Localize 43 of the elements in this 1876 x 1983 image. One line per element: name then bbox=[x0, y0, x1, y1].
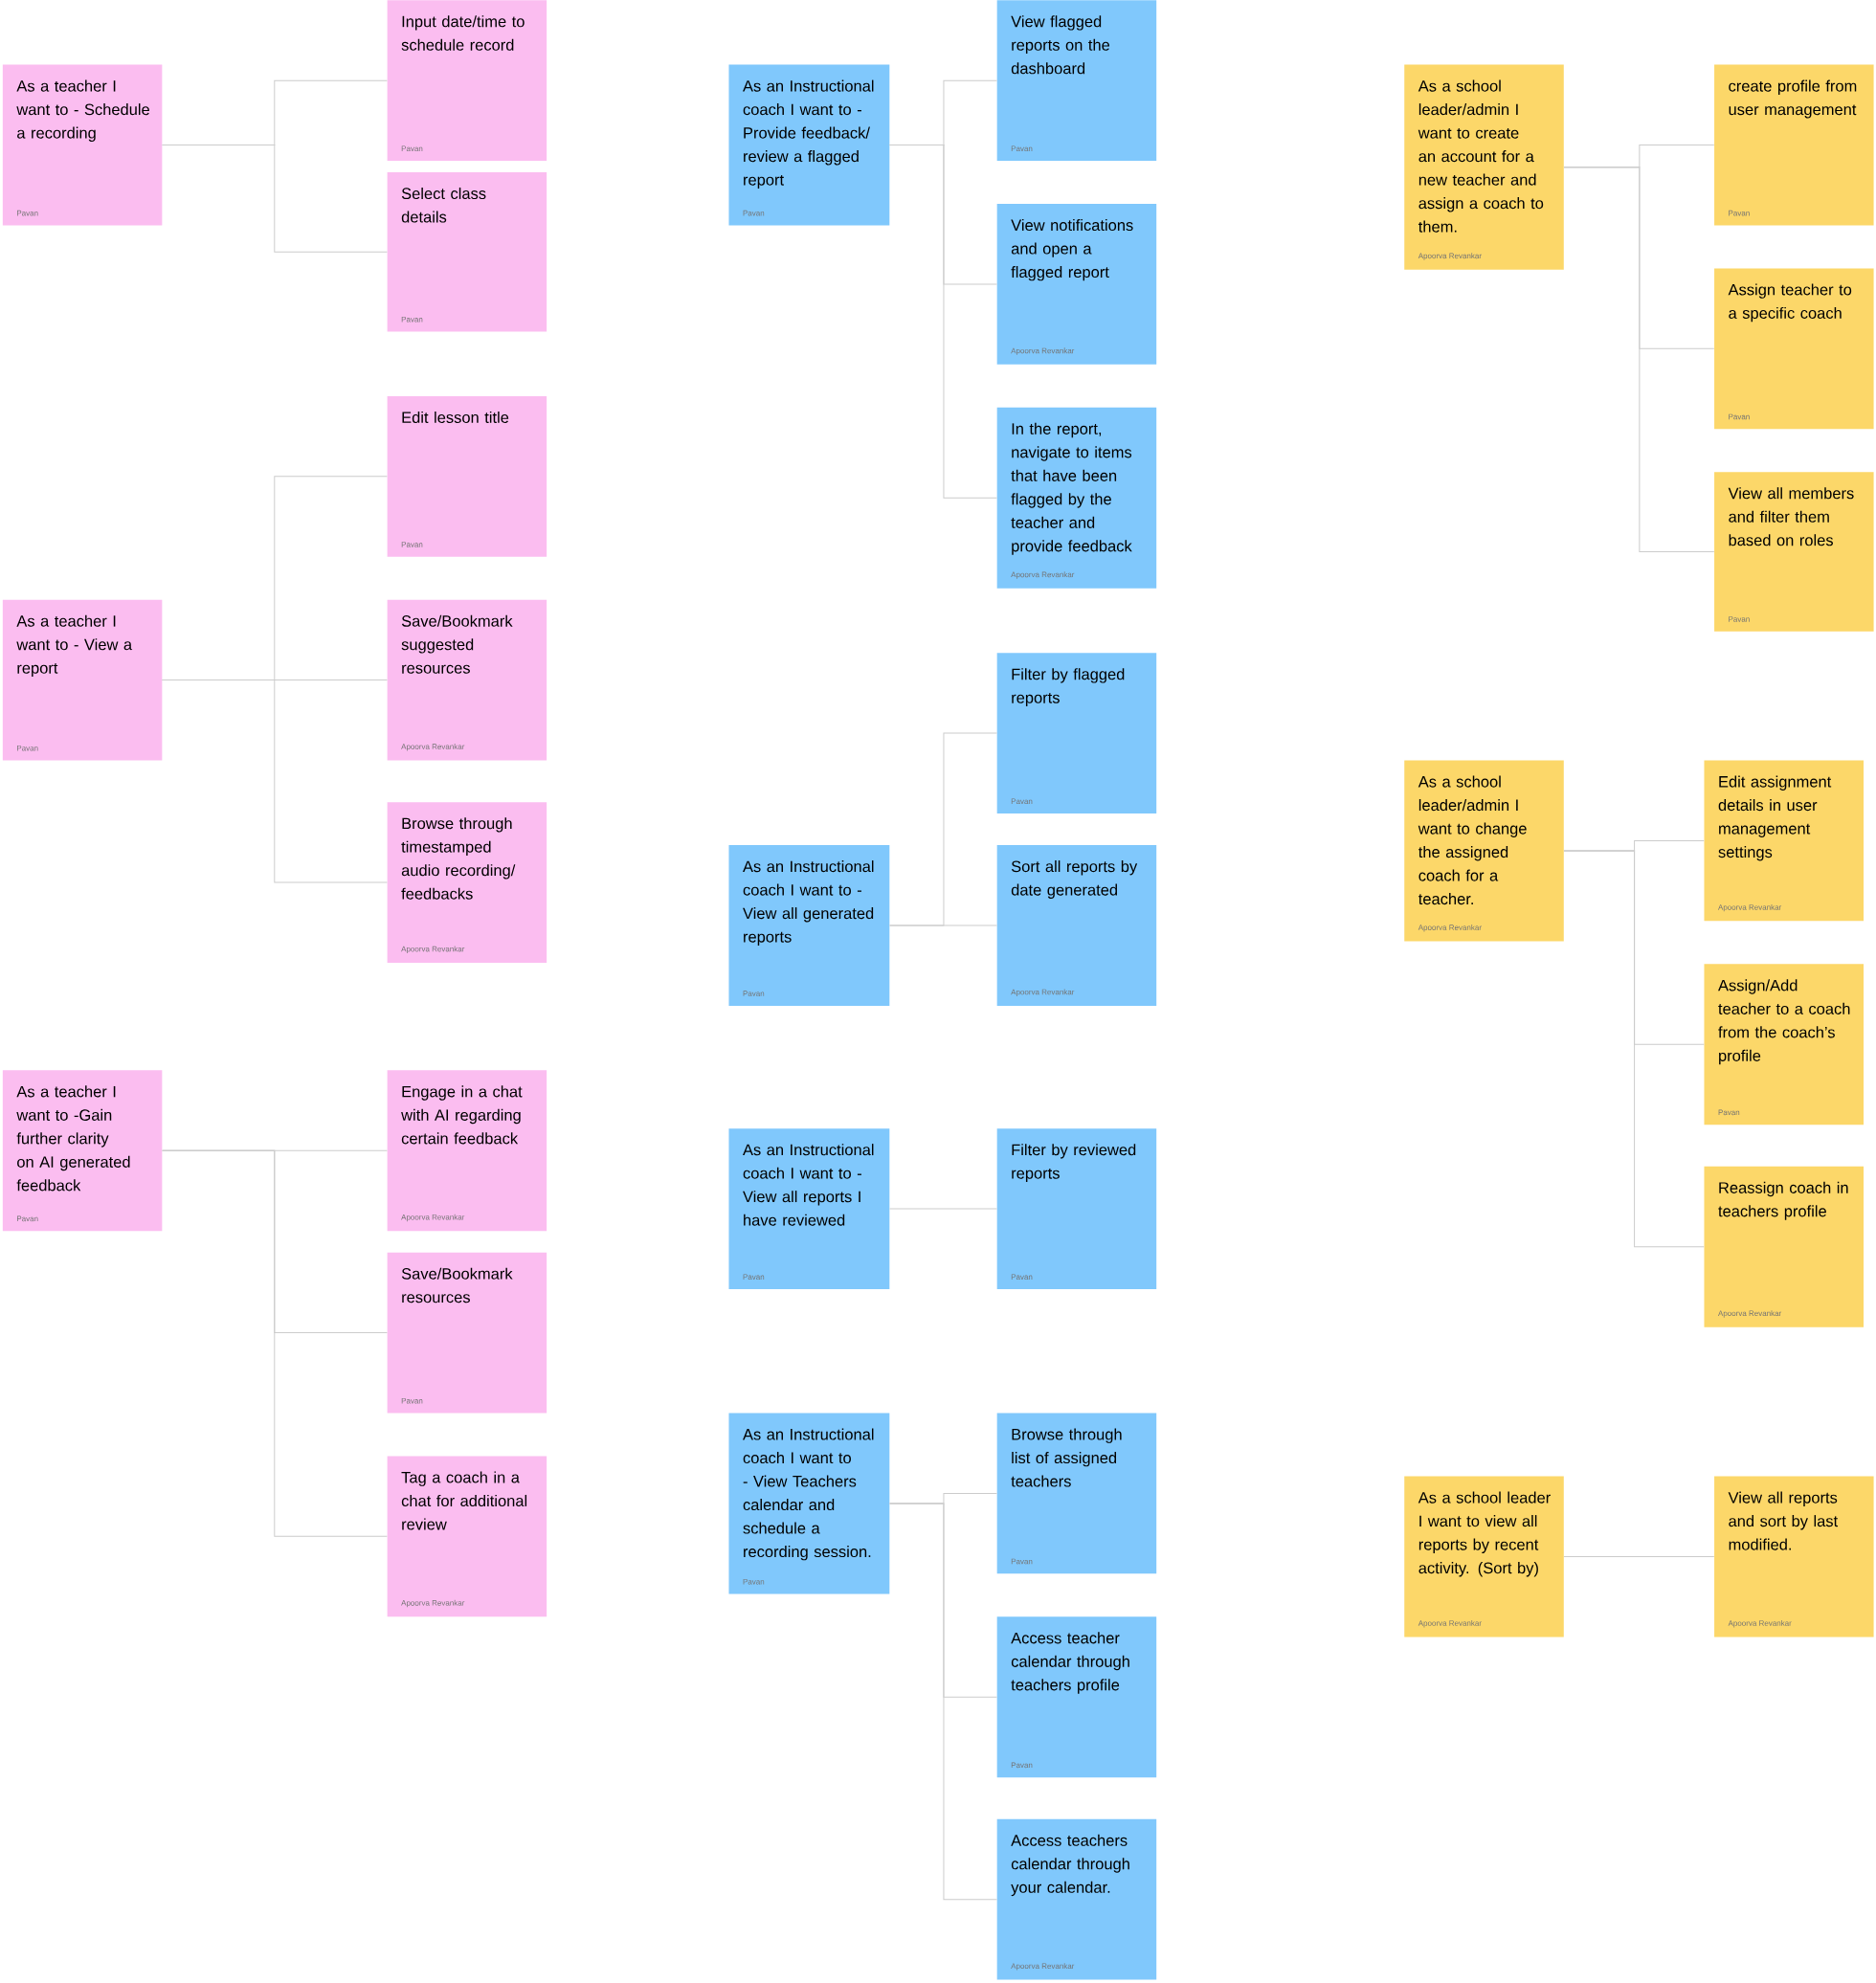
connector-line bbox=[162, 145, 388, 253]
sticky-note: As a teacher I want to - Schedule a recording Pavan bbox=[2, 64, 163, 226]
connector-line bbox=[162, 1149, 388, 1537]
sticky-note: Save/Bookmark suggested resources Apoorva Revankar bbox=[387, 599, 547, 761]
sticky-note: View notifications and open a flagged report Apoorva Revankar bbox=[996, 204, 1157, 365]
sticky-note: As an Instructional coach I want to - Provide feedback/ review a flagged report Pavan bbox=[728, 64, 890, 226]
sticky-note: create profile from user management Pavan bbox=[1714, 64, 1874, 226]
sticky-note: As an Instructional coach I want to - View Teachers calendar and schedule a recording session. Pavan bbox=[728, 1413, 890, 1594]
sticky-note: Reassign coach in teachers profile Apoorva Revankar bbox=[1704, 1166, 1864, 1327]
sticky-note: Access teacher calendar through teachers profile Pavan bbox=[996, 1616, 1157, 1778]
connector-line bbox=[162, 680, 388, 883]
sticky-note: Access teachers calendar through your calendar. Apoorva Revankar bbox=[996, 1818, 1157, 1980]
sticky-note: Sort all reports by date generated Apoorva Revankar bbox=[996, 845, 1157, 1006]
connector-line bbox=[1563, 167, 1715, 552]
sticky-note: As an Instructional coach I want to - View all reports I have reviewed Pavan bbox=[728, 1128, 890, 1289]
connector-line bbox=[889, 1503, 997, 1901]
sticky-note: Input date/time to schedule record Pavan bbox=[387, 0, 547, 162]
sticky-note: Browse through list of assigned teachers Pavan bbox=[996, 1413, 1157, 1574]
connector-line bbox=[1563, 1556, 1715, 1557]
sticky-note: View flagged reports on the dashboard Pavan bbox=[996, 0, 1157, 162]
sticky-note: View all members and filter them based on roles Pavan bbox=[1714, 472, 1874, 632]
sticky-note: Tag a coach in a chat for additional review Apoorva Revankar bbox=[387, 1456, 547, 1617]
sticky-note: Edit assignment details in user management settings Apoorva Revankar bbox=[1704, 760, 1864, 922]
sticky-note: As a school leader/admin I want to change the assigned coach for a teacher. Apoorva Revankar bbox=[1404, 760, 1564, 942]
sticky-note: Assign teacher to a specific coach Pavan bbox=[1714, 268, 1874, 430]
sticky-note: Browse through timestamped audio recording/ feedbacks Apoorva Revankar bbox=[387, 802, 547, 963]
sticky-note: Engage in a chat with AI regarding certain feedback Apoorva Revankar bbox=[387, 1070, 547, 1232]
sticky-note: Filter by flagged reports Pavan bbox=[996, 653, 1157, 814]
sticky-note: Filter by reviewed reports Pavan bbox=[996, 1128, 1157, 1289]
sticky-note: As a teacher I want to -Gain further clarity on AI generated feedback Pavan bbox=[2, 1070, 163, 1232]
sticky-note: Assign/Add teacher to a coach from the coach’s profile Pavan bbox=[1704, 964, 1864, 1125]
sticky-note: As a teacher I want to - View a report Pavan bbox=[2, 599, 163, 761]
sticky-note: Select class details Pavan bbox=[387, 171, 547, 332]
sticky-note: Save/Bookmark resources Pavan bbox=[387, 1252, 547, 1414]
sticky-note: Edit lesson title Pavan bbox=[387, 395, 547, 557]
sticky-note: As an Instructional coach I want to - View all generated reports Pavan bbox=[728, 845, 890, 1006]
sticky-note: As a school leader/admin I want to create an account for a new teacher and assign a coach to them. Apoorva Revankar bbox=[1404, 64, 1564, 270]
connector-line bbox=[1563, 850, 1705, 1248]
sticky-note: In the report, navigate to items that have been flagged by the teacher and provide feedback Apoorva Revankar bbox=[996, 407, 1157, 589]
sticky-note: As a school leader I want to view all reports by recent activity. (Sort by) Apoorva Revankar bbox=[1404, 1476, 1564, 1638]
connector-line bbox=[889, 145, 997, 499]
sticky-note: View all reports and sort by last modified. Apoorva Revankar bbox=[1714, 1476, 1874, 1638]
connector-line bbox=[889, 925, 997, 926]
